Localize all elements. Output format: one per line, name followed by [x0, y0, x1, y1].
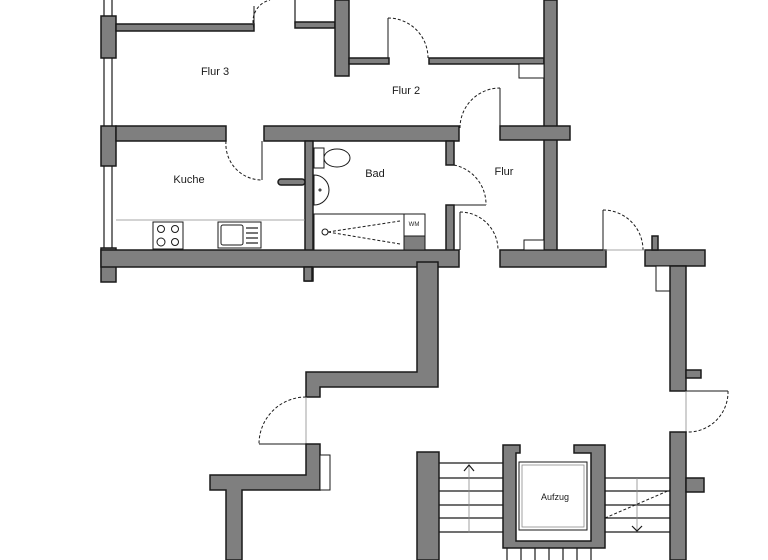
wall-lower-left — [209, 443, 331, 560]
toilet-icon — [313, 147, 351, 169]
room-label-aufzug: Aufzug — [540, 492, 570, 502]
room-label-bad: Bad — [365, 168, 385, 180]
sink-icon — [217, 221, 262, 249]
door-flur-top — [459, 87, 501, 129]
stove-icon — [152, 221, 184, 250]
elevator-shaft — [502, 444, 606, 549]
wall-stairhall-right — [644, 235, 729, 560]
wall-kitchen-bad — [277, 140, 314, 282]
washer-label: WM — [408, 222, 420, 228]
kitchen-counter — [116, 219, 305, 250]
wall-kitchen-top — [115, 125, 571, 181]
bathtub-icon — [313, 213, 405, 251]
door-stairhall-top — [602, 209, 645, 251]
down-arrow-icon — [631, 525, 643, 532]
washbasin-icon — [313, 174, 330, 206]
room-label-kueche: Kuche — [173, 174, 205, 186]
washing-machine-icon — [403, 213, 426, 251]
wall-corridor — [258, 261, 439, 445]
exterior-wall-left — [100, 0, 117, 283]
up-arrow-icon — [463, 464, 475, 472]
bathroom-fixtures — [313, 147, 426, 251]
door-flur3-top — [252, 0, 271, 29]
wall-apartment-bottom — [100, 211, 607, 282]
wall-bad-right — [445, 140, 487, 252]
room-label-flur3: Flur 3 — [200, 66, 230, 78]
staircase — [416, 451, 671, 560]
room-label-flur2: Flur 2 — [391, 85, 421, 97]
room-label-flur: Flur — [494, 166, 514, 178]
wall-flur3-top — [115, 0, 350, 77]
